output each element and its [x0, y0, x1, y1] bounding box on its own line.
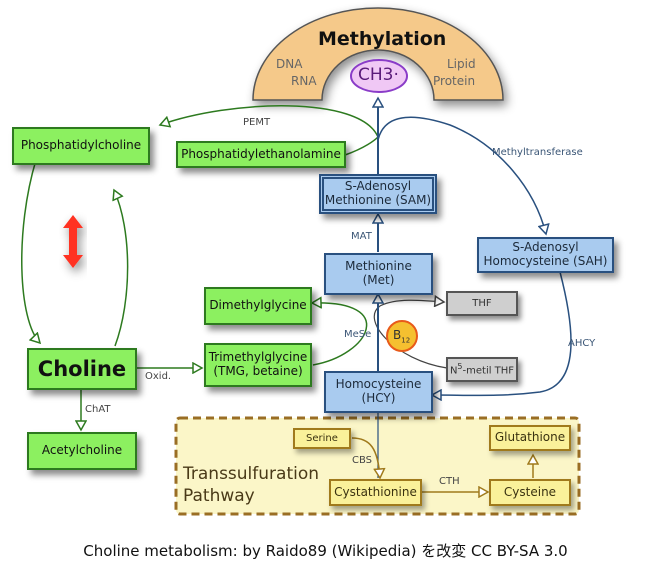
edge-pe-to-pemt [344, 136, 379, 156]
edge-choline-to-pc [114, 190, 129, 347]
node-glutathione-label: Glutathione [494, 430, 566, 445]
edge-pc-to-choline [21, 159, 40, 343]
transsulfuration-label-line2: Pathway [183, 486, 255, 506]
node-phosphatidylcholine[interactable]: Phosphatidylcholine [12, 127, 150, 165]
b12-circle [386, 320, 418, 352]
node-choline[interactable]: Choline [27, 348, 137, 390]
node-serine-label: Serine [306, 432, 338, 444]
node-phosphatidylethanolamine-label: Phosphatidylethanolamine [181, 146, 341, 161]
node-glutathione[interactable]: Glutathione [489, 425, 571, 451]
enzyme-ahcy: AHCY [568, 338, 596, 349]
methylation-target-lipid: Lipid [447, 57, 476, 71]
node-sah-line2: Homocysteine (SAH) [483, 254, 608, 268]
node-phosphatidylethanolamine[interactable]: Phosphatidylethanolamine [176, 141, 346, 168]
methylation-title: Methylation [318, 28, 447, 50]
node-serine[interactable]: Serine [293, 428, 351, 449]
node-n5-metil-thf[interactable]: N5-metil THF [446, 357, 518, 382]
node-homocysteine[interactable]: Homocysteine (HCY) [324, 371, 433, 413]
n5-prefix: N [449, 365, 458, 377]
n5-sup: 5 [457, 362, 463, 372]
b12-sub: 12 [401, 336, 411, 345]
node-thf[interactable]: THF [446, 291, 518, 316]
node-methionine[interactable]: Methionine (Met) [324, 253, 433, 295]
red-double-arrow-icon [63, 215, 83, 268]
edge-ahcy [432, 271, 572, 395]
methylation-target-dna: DNA [276, 57, 303, 71]
n5-suffix: -metil THF [462, 365, 515, 377]
node-sah[interactable]: S-Adenosyl Homocysteine (SAH) [477, 237, 614, 273]
edge-methyltransferase [377, 116, 546, 234]
methylation-target-rna: RNA [291, 74, 317, 88]
enzyme-chat: ChAT [85, 404, 111, 415]
node-phosphatidylcholine-label: Phosphatidylcholine [20, 138, 142, 153]
transsulfuration-label-line1: Transsulfuration [183, 464, 320, 484]
enzyme-cth: CTH [439, 476, 460, 487]
enzyme-pemt: PEMT [243, 117, 271, 128]
node-sam-line2: Methionine (SAM) [324, 193, 432, 207]
node-cystathionine[interactable]: Cystathionine [329, 479, 422, 506]
enzyme-cbs: CBS [352, 455, 373, 466]
methylation-target-protein: Protein [433, 74, 476, 88]
node-acetylcholine-label: Acetylcholine [41, 443, 123, 458]
node-sah-line1: S-Adenosyl [512, 240, 579, 255]
node-trimethylglycine[interactable]: Trimethylglycine (TMG, betaine) [204, 343, 312, 387]
caption: Choline metabolism: by Raido89 (Wikipedi… [83, 542, 568, 560]
node-cysteine-label: Cysteine [503, 484, 557, 499]
node-choline-label: Choline [37, 356, 127, 381]
methylation-arch [252, 7, 504, 101]
node-met-line1: Methionine [345, 259, 412, 274]
node-thf-label: THF [472, 297, 492, 309]
node-sam-line1: S-Adenosyl [344, 179, 412, 194]
node-cysteine[interactable]: Cysteine [489, 479, 571, 506]
enzyme-mat: MAT [351, 231, 372, 242]
node-sam[interactable]: S-Adenosyl Methionine (SAM) [319, 174, 437, 214]
node-dimethylglycine-label: Dimethylglycine [209, 298, 307, 313]
edge-mese [312, 303, 368, 366]
node-cystathionine-label: Cystathionine [334, 484, 417, 499]
node-dimethylglycine[interactable]: Dimethylglycine [204, 287, 312, 325]
b12-base: B [393, 328, 402, 342]
node-tmg-line1: Trimethylglycine [208, 350, 308, 365]
node-hcy-line1: Homocysteine [335, 377, 422, 392]
node-tmg-line2: (TMG, betaine) [213, 364, 303, 378]
node-met-line2: (Met) [362, 273, 395, 287]
node-n5-metil-thf-label: N5-metil THF [450, 362, 514, 377]
b12-label: B12 [393, 328, 410, 344]
enzyme-mese: MeSe [344, 329, 372, 340]
node-acetylcholine[interactable]: Acetylcholine [27, 432, 137, 470]
edge-pemt [160, 105, 379, 138]
enzyme-methyltransferase: Methyltransferase [492, 147, 583, 158]
node-hcy-line2: (HCY) [361, 391, 396, 405]
enzyme-oxid: Oxid. [145, 371, 172, 382]
ch3-label: CH3· [358, 65, 399, 85]
edge-cbs [351, 437, 380, 478]
ch3-ellipse [350, 59, 408, 93]
